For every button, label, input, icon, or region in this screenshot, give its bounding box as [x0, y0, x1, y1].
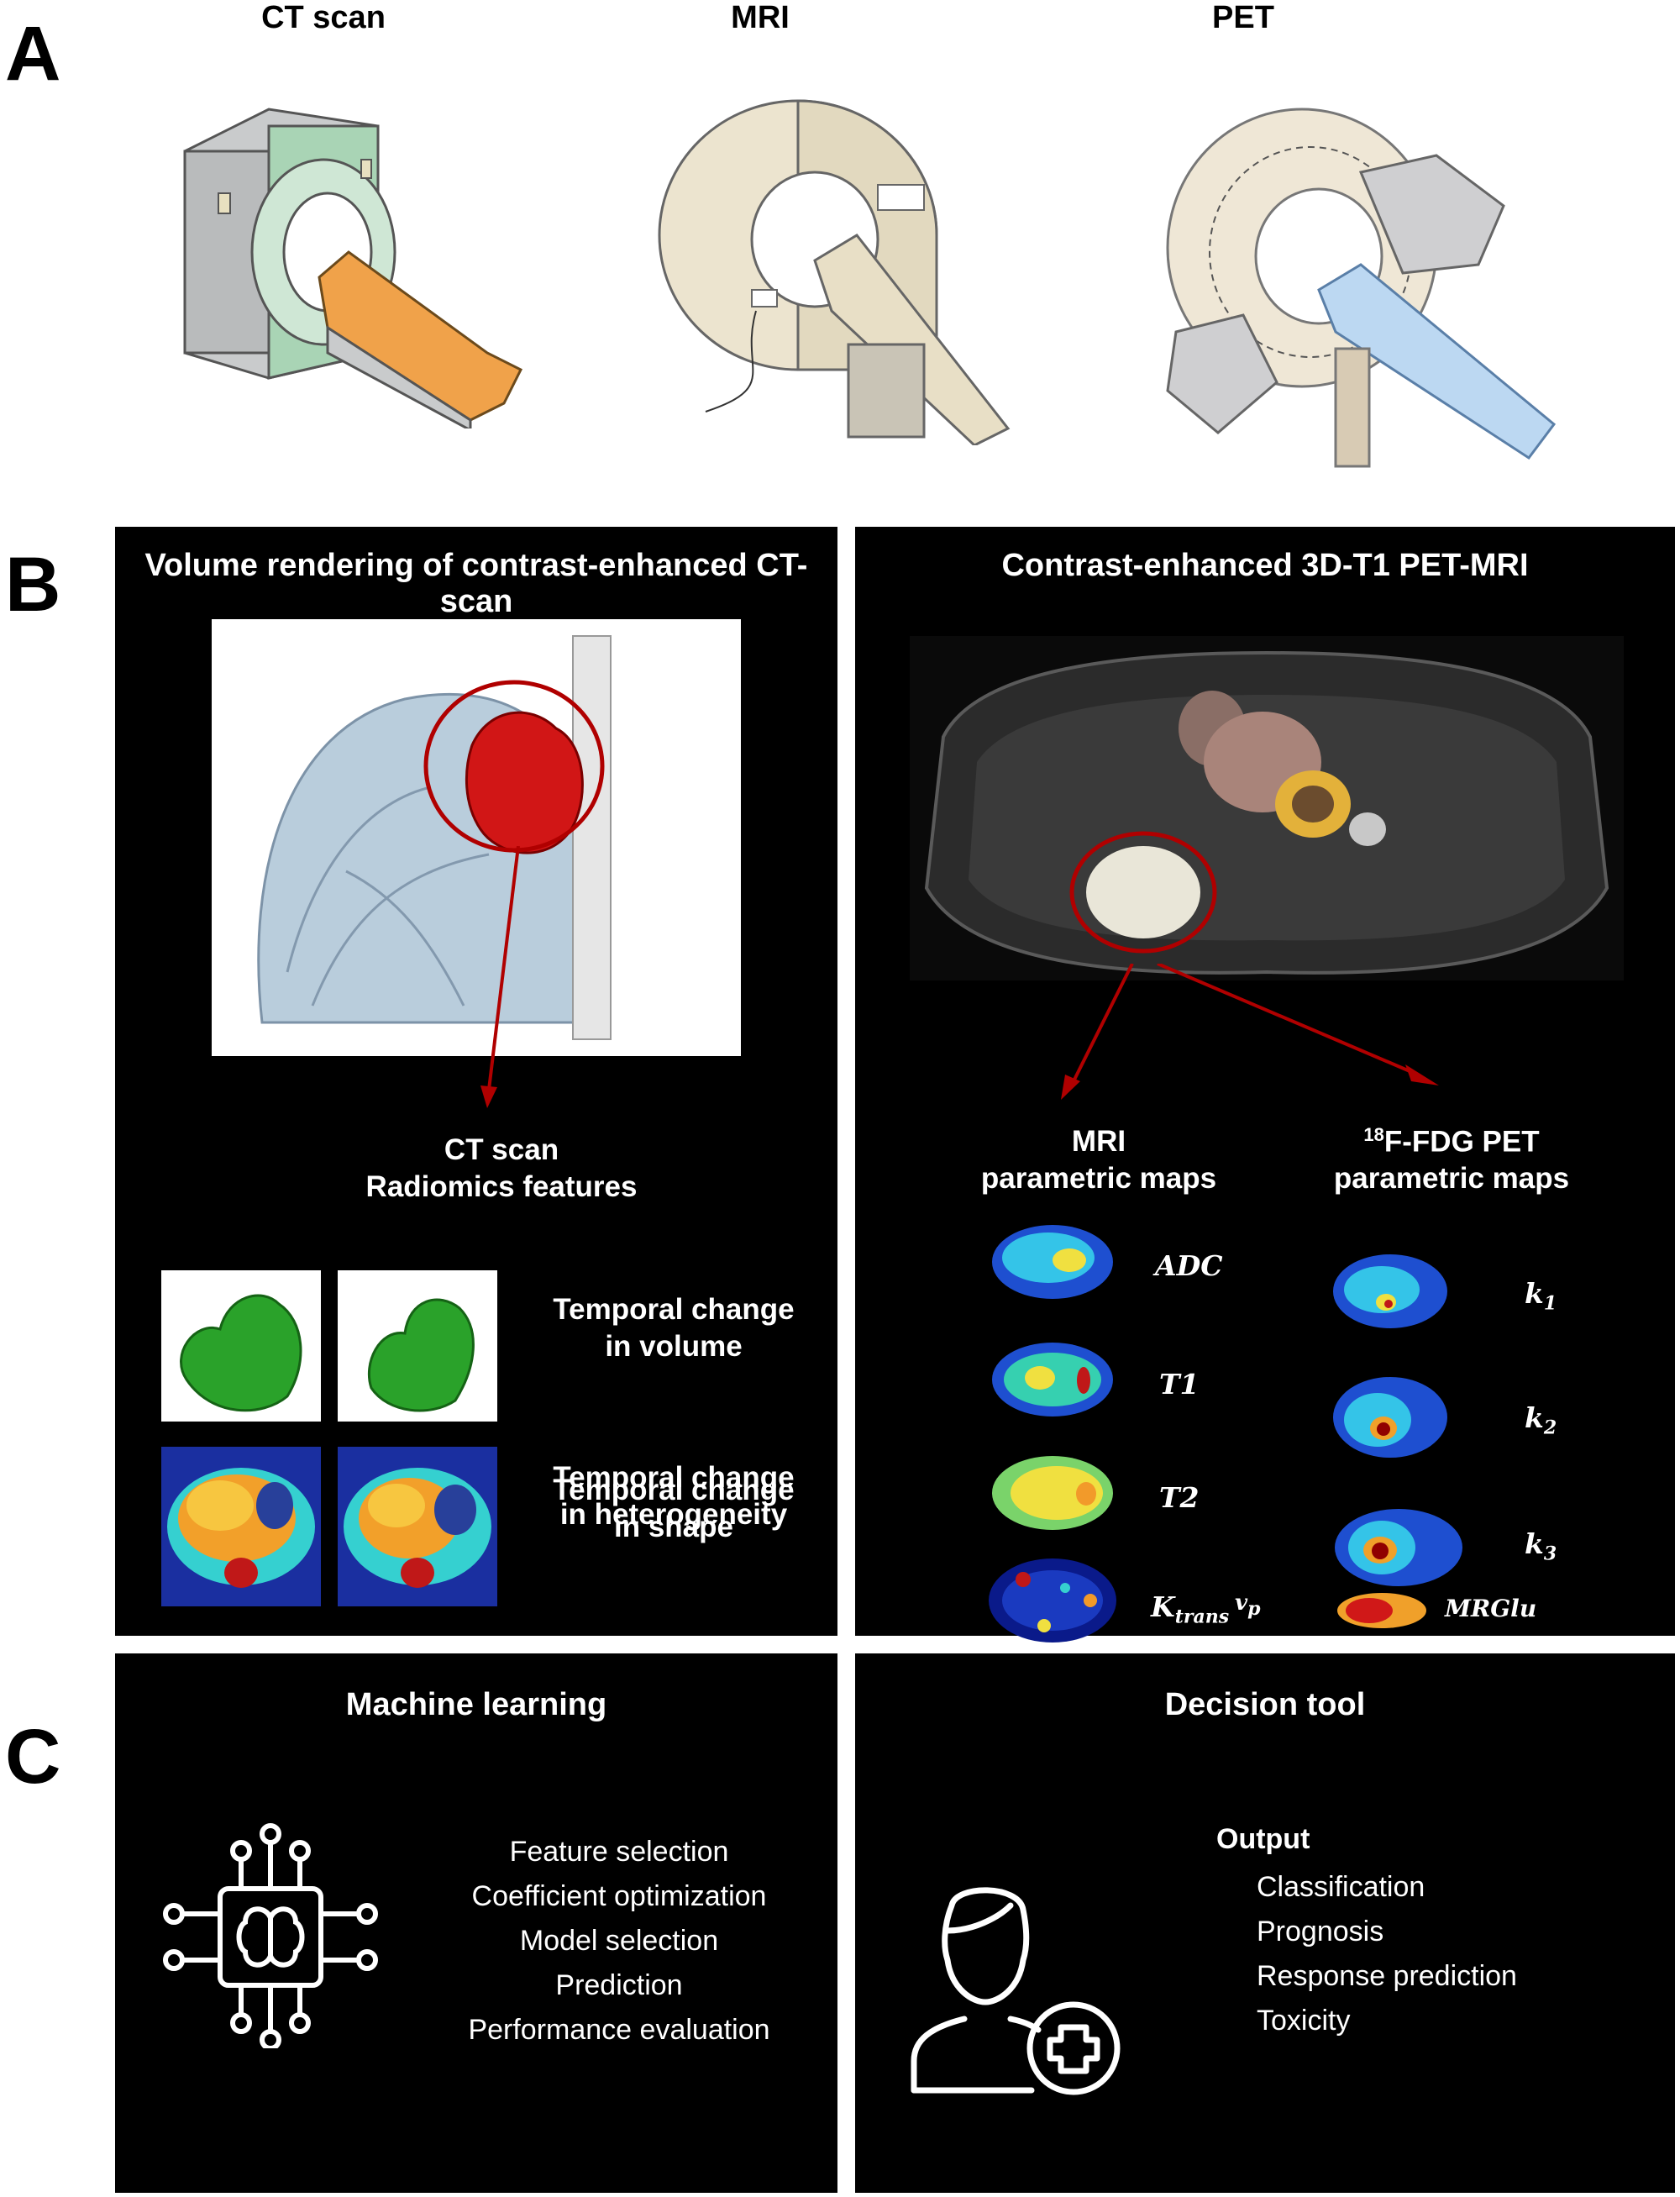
- param-k3-main: k: [1525, 1527, 1544, 1560]
- mri-map-t2: [992, 1456, 1113, 1530]
- pet-isotope-superscript: 18: [1363, 1124, 1384, 1145]
- param-adc: ADC: [1155, 1249, 1223, 1287]
- param-k3: k3: [1525, 1527, 1557, 1565]
- spacer3: [1159, 1647, 1160, 1648]
- volume-segmentation-t2: [338, 1270, 497, 1422]
- mri-map-adc: [992, 1225, 1113, 1299]
- param-t1: T1: [1159, 1368, 1200, 1406]
- param-ktrans-main: K: [1151, 1590, 1175, 1623]
- ml-step: Prediction: [555, 1969, 683, 2001]
- feature-heterogeneity-line2: in heterogeneity: [559, 1497, 788, 1531]
- petmri-axial-image: [910, 636, 1624, 980]
- param-k3-sub: 3: [1543, 1543, 1557, 1565]
- pet-map-k2: [1333, 1377, 1447, 1458]
- radiomics-heading: CT scan Radiomics features: [317, 1132, 686, 1206]
- param-t1-main: T1: [1159, 1368, 1200, 1401]
- decision-title: Decision tool: [1164, 1687, 1366, 1722]
- mri-map-ktrans: [989, 1558, 1116, 1642]
- decision-outputs-list: Classification Prognosis Response predic…: [1257, 1865, 1517, 2043]
- ml-step: Model selection: [519, 1925, 719, 1957]
- pet-label: PET: [1212, 0, 1274, 35]
- volume-segmentation-t1: [161, 1270, 321, 1422]
- ct-scan-label: CT scan: [261, 0, 386, 35]
- mri-maps-line1: MRI: [1071, 1125, 1126, 1158]
- pet-map-mrglu: [1337, 1593, 1426, 1628]
- mri-maps-heading: MRI parametric maps: [964, 1123, 1233, 1197]
- pet-scanner-icon: [1166, 108, 1557, 468]
- mri-map-t1: [992, 1343, 1113, 1416]
- machine-learning-panel: Machine learning Feature selection Coeff…: [115, 1653, 837, 2193]
- output-label: Output: [1216, 1823, 1310, 1855]
- pet-map-k1: [1333, 1254, 1447, 1328]
- ml-step: Coefficient optimization: [471, 1880, 767, 1912]
- mri-maps-line2: parametric maps: [980, 1161, 1217, 1195]
- ct-volume-rendering-image: [212, 619, 741, 1056]
- petmri-callout-arrows: [1061, 964, 1439, 1100]
- param-mrglu-main: MRGlu: [1445, 1595, 1537, 1622]
- ml-step: Performance evaluation: [468, 2014, 770, 2046]
- feature-shape-line2: in shape: [614, 1510, 733, 1543]
- heterogeneity-map-t1: [161, 1447, 321, 1606]
- feature-heterogeneity-label: Temporal change in heterogeneity: [518, 1459, 829, 1533]
- param-t2: T2: [1159, 1481, 1200, 1519]
- feature-volume-line2: in volume: [605, 1329, 743, 1363]
- ml-step: Feature selection: [509, 1836, 729, 1868]
- param-vp-sub: p: [1247, 1598, 1261, 1621]
- radiomics-line2: Radiomics features: [365, 1169, 638, 1203]
- panel-letter-c: C: [5, 1714, 61, 1800]
- petmri-panel-title: Contrast-enhanced 3D-T1 PET-MRI: [1001, 548, 1529, 583]
- ai-chip-icon: [163, 1823, 378, 2048]
- heterogeneity-map-t2: [338, 1447, 497, 1606]
- param-vp-main: v: [1235, 1590, 1248, 1616]
- feature-shape-label: Temporal change in shape: [518, 1472, 829, 1546]
- pet-maps-line2: parametric maps: [1333, 1162, 1570, 1196]
- panel-letter-b: B: [5, 542, 61, 628]
- param-k2: k2: [1525, 1401, 1557, 1439]
- decision-output: Toxicity: [1257, 2005, 1351, 2037]
- patient-plus-icon: [911, 1887, 1121, 2095]
- feature-heterogeneity-line1: Temporal change: [553, 1461, 795, 1494]
- feature-shape-line1: Temporal change: [553, 1474, 795, 1506]
- decision-output: Classification: [1257, 1871, 1425, 1903]
- param-mrglu: MRGlu: [1445, 1595, 1536, 1627]
- ct-callout-arrow: [480, 846, 520, 1108]
- param-ktrans: Ktrans: [1151, 1590, 1229, 1628]
- ml-steps-list: Feature selection Coefficient optimizati…: [417, 1830, 821, 2052]
- param-t2-main: T2: [1159, 1481, 1200, 1514]
- param-ktrans-sub: trans: [1174, 1606, 1230, 1628]
- feature-volume-line1: Temporal change: [553, 1293, 795, 1326]
- feature-volume-label: Temporal change in volume: [518, 1291, 829, 1365]
- mri-label: MRI: [731, 0, 790, 35]
- param-k1: k1: [1525, 1277, 1557, 1315]
- pet-maps-line1: 18F-FDG PET: [1292, 1123, 1611, 1160]
- radiomics-line1: CT scan: [444, 1133, 559, 1166]
- petmri-panel: Contrast-enhanced 3D-T1 PET-MRI MRI para…: [855, 527, 1675, 1636]
- decision-output: Prognosis: [1257, 1916, 1384, 1947]
- pet-maps-line1-text: F-FDG PET: [1383, 1125, 1540, 1159]
- mri-scanner-icon: [658, 99, 1011, 445]
- param-vp: vp: [1235, 1590, 1261, 1620]
- ct-panel-title: Volume rendering of contrast-enhanced CT…: [144, 548, 808, 619]
- param-k1-sub: 1: [1543, 1292, 1557, 1315]
- panel-letter-a: A: [5, 11, 61, 97]
- param-adc-main: ADC: [1155, 1249, 1223, 1282]
- decision-tool-panel: Decision tool Output Classification Prog…: [855, 1653, 1675, 2193]
- param-k1-main: k: [1525, 1277, 1544, 1310]
- pet-map-k3: [1335, 1509, 1462, 1586]
- param-k2-sub: 2: [1543, 1416, 1557, 1439]
- ct-scanner-icon: [183, 108, 523, 428]
- pet-maps-heading: 18F-FDG PET parametric maps: [1292, 1123, 1611, 1197]
- param-k2-main: k: [1525, 1401, 1544, 1434]
- decision-output: Response prediction: [1257, 1960, 1517, 1992]
- ml-title: Machine learning: [345, 1687, 607, 1722]
